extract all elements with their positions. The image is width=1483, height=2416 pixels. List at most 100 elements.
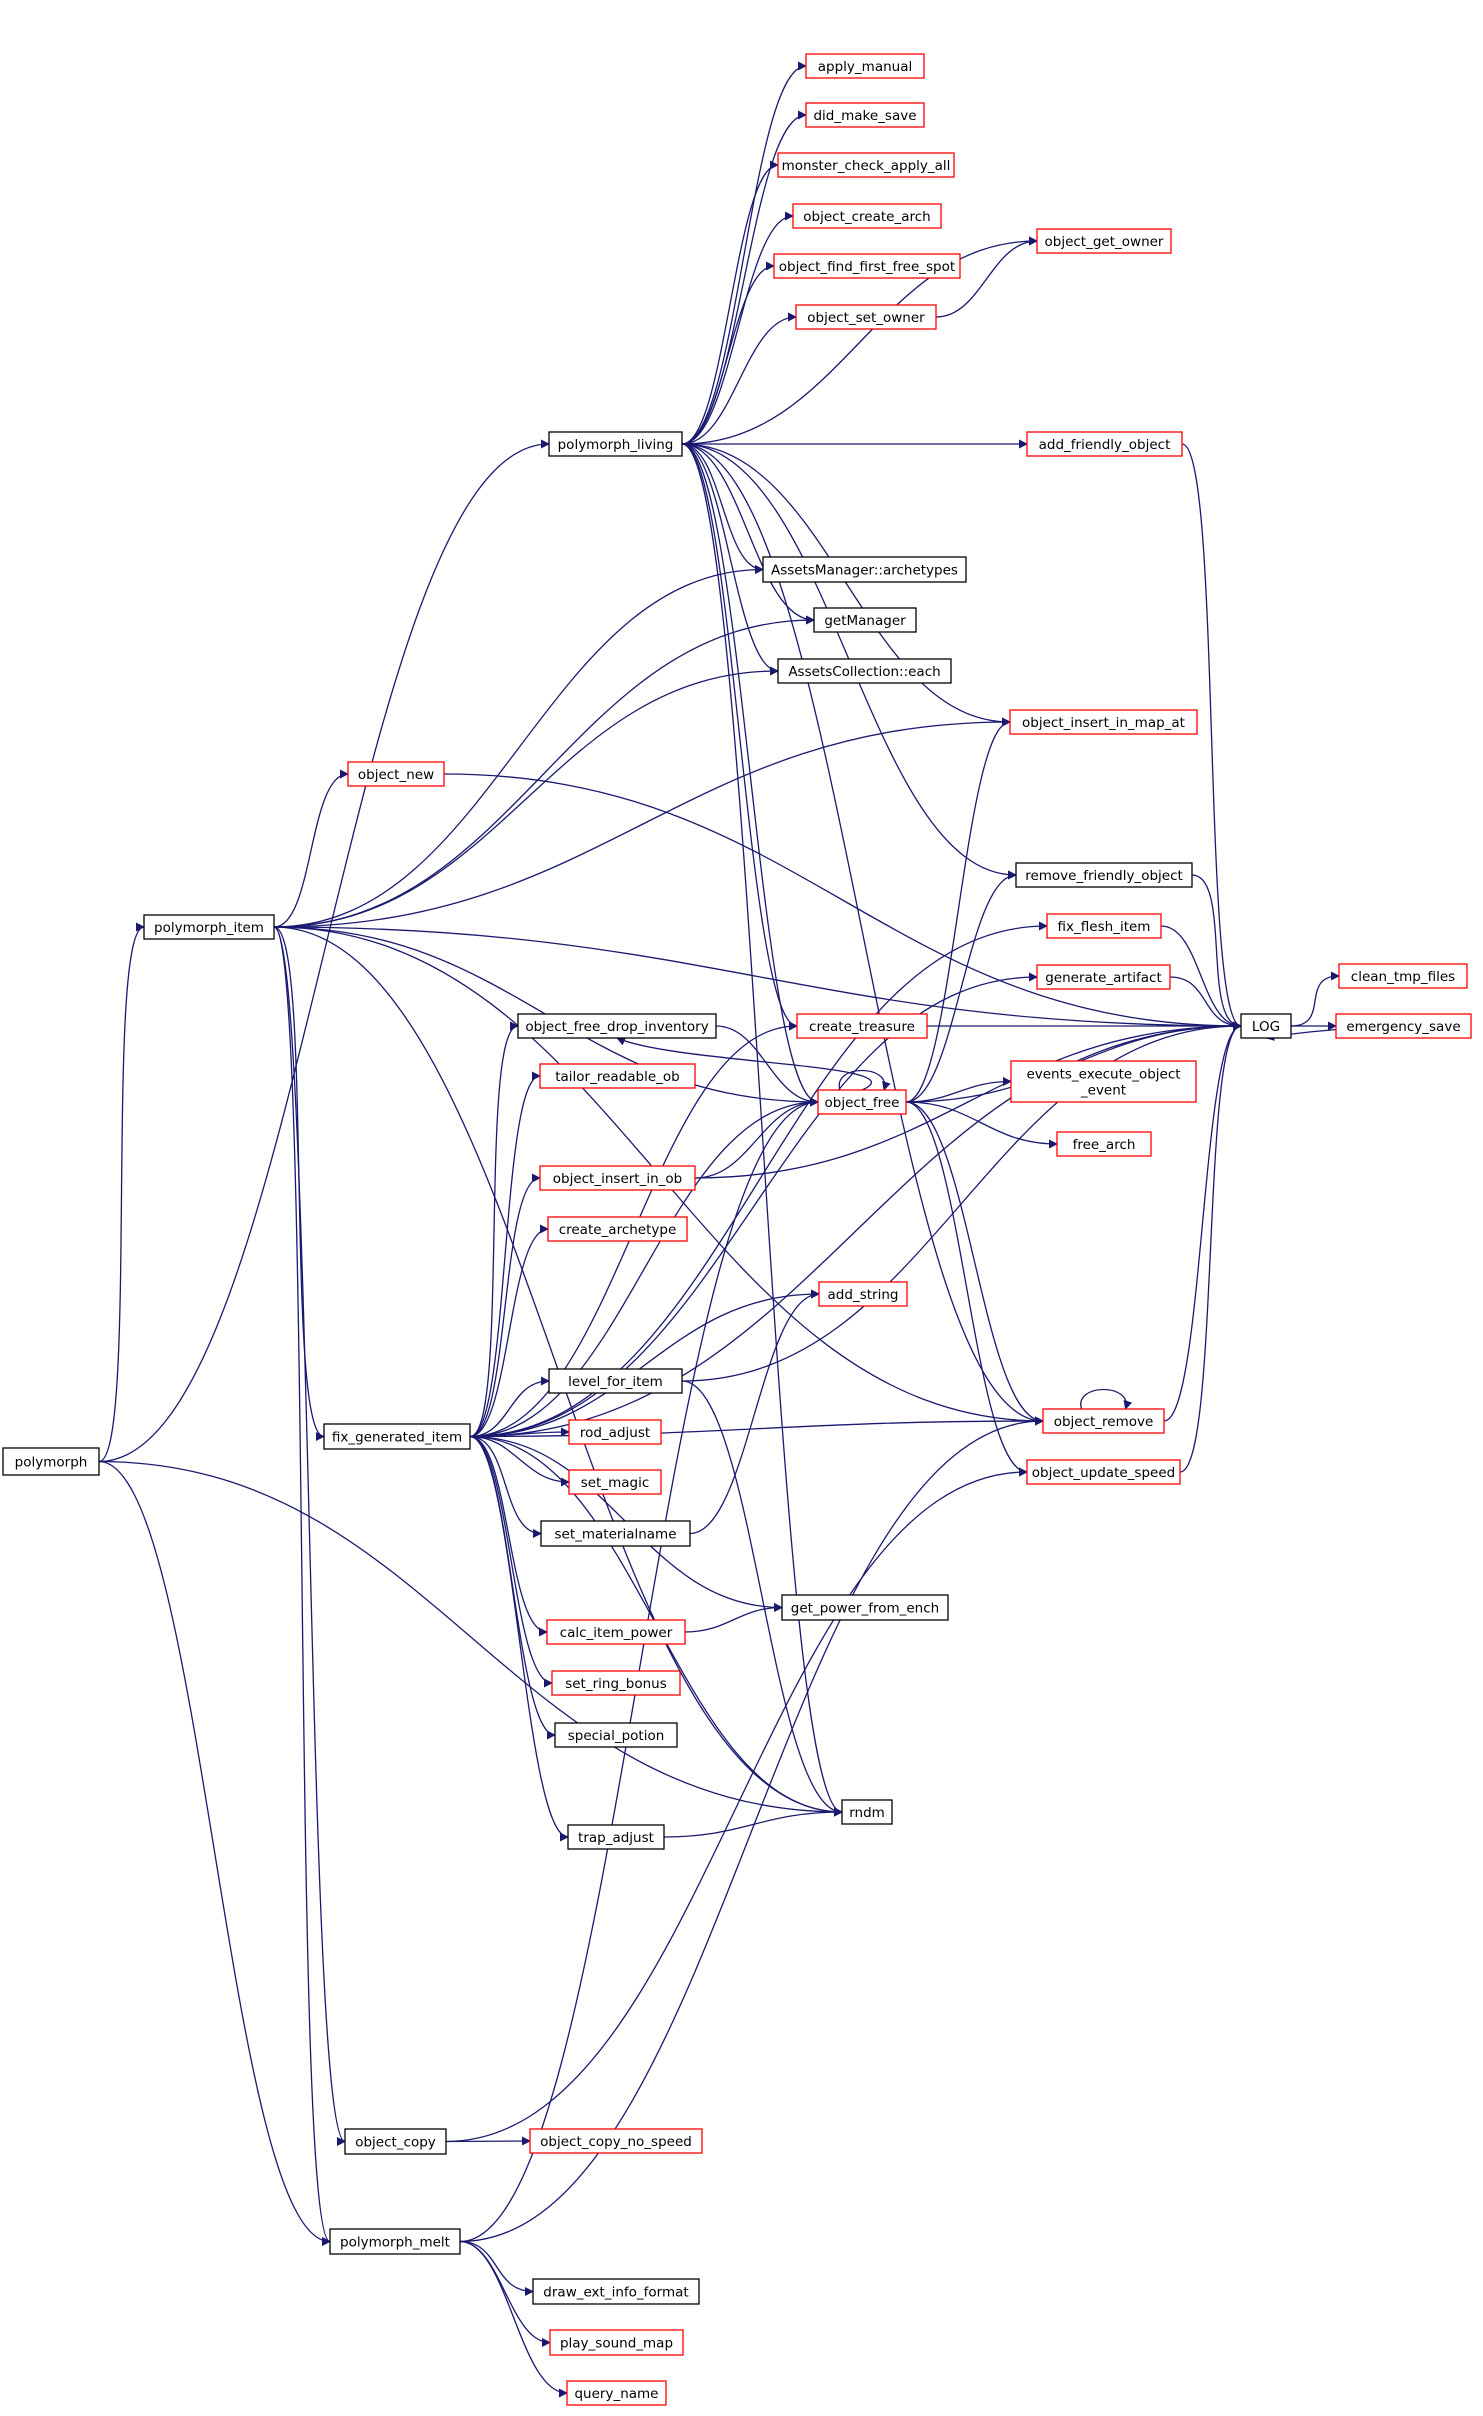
node-rod_adjust[interactable]: rod_adjust xyxy=(568,1419,662,1445)
node-object_copy[interactable]: object_copy xyxy=(344,2128,447,2155)
node-box-create_archetype xyxy=(547,1216,688,1242)
node-label-tailor_readable_ob: tailor_readable_ob xyxy=(555,1069,680,1085)
node-events_execute_object_event[interactable]: events_execute_object_event xyxy=(1010,1060,1197,1103)
node-object_copy_no_speed[interactable]: object_copy_no_speed xyxy=(529,2128,703,2154)
node-label-polymorph_living: polymorph_living xyxy=(558,437,674,453)
node-free_arch[interactable]: free_arch xyxy=(1056,1131,1152,1157)
edge-fix_generated_item-to-LOG xyxy=(469,1021,1242,1438)
node-fix_generated_item[interactable]: fix_generated_item xyxy=(323,1423,471,1450)
node-label-emergency_save: emergency_save xyxy=(1346,1019,1460,1035)
node-label-apply_manual: apply_manual xyxy=(818,59,912,75)
node-box-level_for_item xyxy=(548,1368,683,1394)
node-level_for_item[interactable]: level_for_item xyxy=(548,1368,683,1394)
node-set_materialname[interactable]: set_materialname xyxy=(540,1520,691,1547)
node-set_ring_bonus[interactable]: set_ring_bonus xyxy=(551,1670,681,1696)
node-object_remove[interactable]: object_remove xyxy=(1042,1408,1165,1434)
node-did_make_save[interactable]: did_make_save xyxy=(805,102,925,128)
node-box-add_string xyxy=(818,1281,908,1307)
node-object_insert_in_map_at[interactable]: object_insert_in_map_at xyxy=(1009,709,1198,735)
node-box-query_name xyxy=(566,2380,667,2406)
node-assets_each[interactable]: AssetsCollection::each xyxy=(777,658,952,684)
node-polymorph_item[interactable]: polymorph_item xyxy=(143,914,275,940)
edge-fix_generated_item-to-set_materialname xyxy=(469,1435,542,1538)
node-object_set_owner[interactable]: object_set_owner xyxy=(795,304,937,330)
node-add_string[interactable]: add_string xyxy=(818,1281,908,1307)
node-tailor_readable_ob[interactable]: tailor_readable_ob xyxy=(539,1063,696,1089)
node-add_friendly_object[interactable]: add_friendly_object xyxy=(1026,431,1183,457)
node-label-calc_item_power: calc_item_power xyxy=(560,1625,673,1641)
node-emergency_save[interactable]: emergency_save xyxy=(1335,1013,1472,1039)
node-object_update_speed[interactable]: object_update_speed xyxy=(1026,1459,1181,1485)
node-box-special_potion xyxy=(554,1722,678,1748)
node-object_find_first_free_spot[interactable]: object_find_first_free_spot xyxy=(773,253,961,279)
node-object_insert_in_ob[interactable]: object_insert_in_ob xyxy=(539,1165,696,1191)
node-label-assets_each: AssetsCollection::each xyxy=(788,664,940,680)
node-special_potion[interactable]: special_potion xyxy=(554,1722,678,1748)
node-label-trap_adjust: trap_adjust xyxy=(578,1830,654,1846)
node-label-rndm: rndm xyxy=(849,1805,885,1821)
edge-object_free-to-object_update_speed xyxy=(905,1101,1028,1477)
node-create_archetype[interactable]: create_archetype xyxy=(547,1216,688,1242)
edge-object_remove-to-LOG xyxy=(1163,1021,1242,1422)
node-object_free[interactable]: object_free xyxy=(817,1089,907,1115)
node-label-did_make_save: did_make_save xyxy=(813,108,916,124)
node-box-object_remove xyxy=(1042,1408,1165,1434)
edge-polymorph_living-to-assets_each xyxy=(681,443,779,676)
edge-polymorph_living-to-object_find_first_free_spot xyxy=(681,261,775,445)
node-box-fix_generated_item xyxy=(323,1423,471,1450)
edge-polymorph_item-to-LOG xyxy=(273,926,1242,1031)
node-box-polymorph_living xyxy=(548,431,683,457)
node-LOG[interactable]: LOG xyxy=(1240,1013,1292,1039)
edge-polymorph-to-polymorph_melt xyxy=(98,1460,331,2246)
node-box-object_free xyxy=(817,1089,907,1115)
node-box-polymorph xyxy=(2,1447,100,1476)
node-object_get_owner[interactable]: object_get_owner xyxy=(1036,228,1172,254)
edge-fix_generated_item-to-trap_adjust xyxy=(469,1435,569,1842)
edge-polymorph_living-to-create_treasure xyxy=(681,443,798,1031)
node-label-draw_ext_info_format: draw_ext_info_format xyxy=(543,2285,688,2301)
edge-level_for_item-to-LOG xyxy=(681,1021,1242,1382)
edge-object_set_owner-to-object_get_owner xyxy=(935,236,1038,318)
node-trap_adjust[interactable]: trap_adjust xyxy=(567,1824,665,1850)
edge-fix_generated_item-to-fix_flesh_item xyxy=(469,921,1048,1438)
node-fix_flesh_item[interactable]: fix_flesh_item xyxy=(1046,913,1162,939)
edge-trap_adjust-to-rndm xyxy=(663,1807,843,1838)
node-object_free_drop_inventory[interactable]: object_free_drop_inventory xyxy=(517,1013,717,1039)
node-getManager[interactable]: getManager xyxy=(813,607,917,633)
node-rndm[interactable]: rndm xyxy=(841,1799,893,1825)
edge-fix_generated_item-to-object_free_drop_inventory xyxy=(469,1021,519,1438)
node-create_treasure[interactable]: create_treasure xyxy=(796,1013,928,1039)
node-assets_archetypes[interactable]: AssetsManager::archetypes xyxy=(762,556,967,583)
node-play_sound_map[interactable]: play_sound_map xyxy=(549,2329,684,2356)
node-label-polymorph_melt: polymorph_melt xyxy=(340,2235,450,2251)
node-draw_ext_info_format[interactable]: draw_ext_info_format xyxy=(532,2278,700,2305)
node-query_name[interactable]: query_name xyxy=(566,2380,667,2406)
node-object_create_arch[interactable]: object_create_arch xyxy=(792,203,942,229)
node-set_magic[interactable]: set_magic xyxy=(568,1469,662,1495)
edge-polymorph_living-to-object_set_owner xyxy=(681,312,797,445)
node-label-object_get_owner: object_get_owner xyxy=(1045,234,1164,250)
node-object_new[interactable]: object_new xyxy=(347,761,445,787)
edge-polymorph_living-to-monster_check_apply_all xyxy=(681,160,779,445)
edge-fix_generated_item-to-tailor_readable_ob xyxy=(469,1071,541,1438)
node-calc_item_power[interactable]: calc_item_power xyxy=(546,1619,686,1645)
node-box-object_insert_in_ob xyxy=(539,1165,696,1191)
edge-object_free-to-object_free_drop_inventory xyxy=(616,1037,872,1091)
node-get_power_from_ench[interactable]: get_power_from_ench xyxy=(781,1594,949,1621)
node-clean_tmp_files[interactable]: clean_tmp_files xyxy=(1338,963,1468,989)
edge-set_materialname-to-add_string xyxy=(689,1289,820,1535)
node-polymorph: polymorph xyxy=(2,1447,100,1476)
node-box-set_ring_bonus xyxy=(551,1670,681,1696)
node-monster_check_apply_all[interactable]: monster_check_apply_all xyxy=(777,152,955,178)
node-label-events_execute_object_event: events_execute_object_event xyxy=(1026,1067,1180,1099)
node-label-add_friendly_object: add_friendly_object xyxy=(1039,437,1171,453)
node-generate_artifact[interactable]: generate_artifact xyxy=(1036,964,1171,990)
node-box-draw_ext_info_format xyxy=(532,2278,700,2305)
node-remove_friendly_object[interactable]: remove_friendly_object xyxy=(1015,862,1193,888)
node-polymorph_living[interactable]: polymorph_living xyxy=(548,431,683,457)
node-polymorph_melt[interactable]: polymorph_melt xyxy=(329,2228,461,2255)
node-box-events_execute_object_event xyxy=(1010,1060,1197,1103)
node-apply_manual[interactable]: apply_manual xyxy=(805,53,925,79)
node-box-LOG xyxy=(1240,1013,1292,1039)
